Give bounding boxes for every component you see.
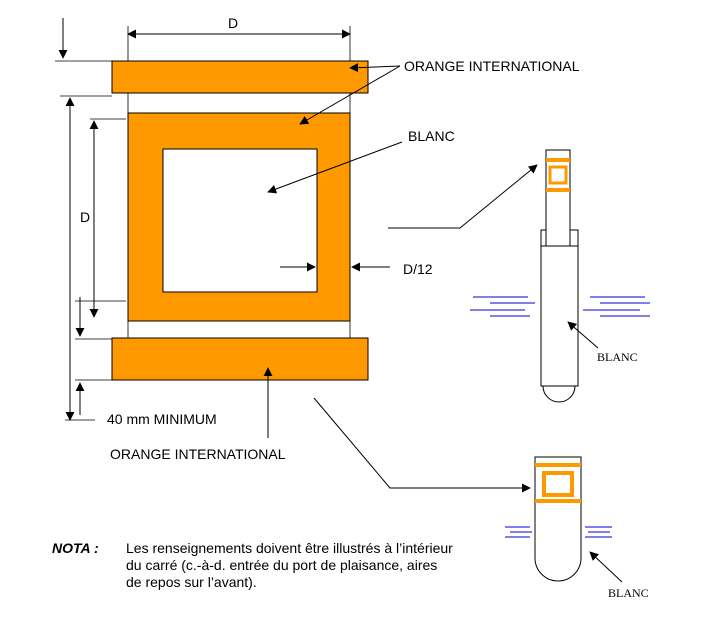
nota-text: Les renseignements doivent être illustré…	[126, 540, 453, 590]
bottom-orange-band	[111, 337, 369, 381]
buoy-1-orange-square	[548, 165, 568, 185]
buoy-2-orange-square	[542, 471, 574, 497]
d12-label: D/12	[403, 261, 433, 277]
tall-buoy	[540, 149, 579, 403]
blanc-buoy-1-label: BLANC	[597, 350, 638, 364]
top-orange-band	[111, 60, 369, 94]
buoy-1-orange-band	[546, 158, 570, 162]
orange-top-label: ORANGE INTERNATIONAL	[404, 58, 580, 74]
leader-orange-top	[349, 63, 401, 73]
buoy-1-dome	[542, 385, 576, 403]
minimum-label: 40 mm MINIMUM	[107, 411, 217, 427]
buoy-1-orange-band	[546, 188, 570, 192]
dimension-d-top-label: D	[228, 15, 238, 31]
water-lines-left	[470, 296, 535, 317]
leader-orange-frame	[299, 65, 401, 125]
buoy-1-body	[540, 244, 579, 387]
water-lines-right	[583, 296, 650, 317]
buoy-2-orange-band	[535, 463, 581, 467]
water-lines-buoy-2	[505, 526, 612, 538]
white-inner-square	[162, 148, 318, 293]
orange-bottom-label: ORANGE INTERNATIONAL	[110, 446, 286, 462]
dimension-d-left-label: D	[80, 209, 90, 225]
short-buoy	[534, 456, 582, 582]
nota-key: NOTA :	[52, 540, 99, 556]
buoy-1-mast	[545, 149, 571, 247]
leader-to-buoy-2	[313, 397, 531, 493]
leader-blanc-center	[267, 141, 403, 194]
buoy-2-orange-band	[535, 499, 581, 503]
leader-blanc-buoy-2	[589, 551, 623, 583]
leader-blanc-buoy-1	[567, 321, 599, 349]
leader-to-buoy-1	[388, 164, 538, 229]
blanc-buoy-2-label: BLANC	[608, 586, 649, 600]
blanc-center-label: BLANC	[408, 128, 455, 144]
